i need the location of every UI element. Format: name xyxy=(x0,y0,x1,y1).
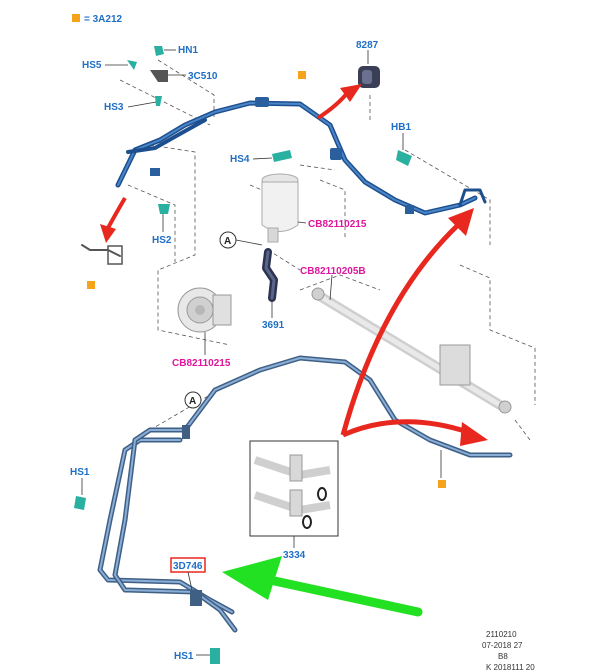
part-8287 xyxy=(358,50,380,88)
footer-line-1: 2110210 xyxy=(486,630,517,639)
upper-hose-assembly xyxy=(115,97,487,216)
orange-marker-top xyxy=(298,71,306,79)
green-arrow-to-3d746 xyxy=(222,556,423,617)
label-callout-a-bottom: A xyxy=(189,396,196,407)
orange-marker-left xyxy=(87,281,95,289)
red-arrow-to-bracket xyxy=(100,196,127,243)
label-hs1-left: HS1 xyxy=(70,467,90,478)
label-hs1-bottom: HS1 xyxy=(174,651,194,662)
hb1-fitting xyxy=(396,133,412,166)
label-3c510: 3C510 xyxy=(188,71,218,82)
label-hb1: HB1 xyxy=(391,122,411,133)
label-hs5: HS5 xyxy=(82,60,102,71)
hs1-bottom-fitting xyxy=(196,648,220,664)
legend-marker xyxy=(72,14,80,22)
callout-a-bottom xyxy=(184,391,202,409)
bracket-hose-end xyxy=(81,244,123,265)
label-3334: 3334 xyxy=(283,550,306,561)
pump xyxy=(177,287,232,355)
label-hs3: HS3 xyxy=(104,102,124,113)
hs2-fitting xyxy=(158,204,170,232)
label-8287: 8287 xyxy=(356,40,379,51)
label-hs4: HS4 xyxy=(230,154,250,165)
callout-a-top xyxy=(219,231,263,249)
hs4-fitting xyxy=(252,150,292,162)
footer-line-2: 07-2018 27 xyxy=(482,641,523,650)
footer-line-4: K 2018111 20 xyxy=(486,663,535,671)
reservoir xyxy=(261,173,307,243)
steering-rack xyxy=(311,274,512,414)
hs1-left-fitting xyxy=(74,478,86,510)
label-3691: 3691 xyxy=(262,320,285,331)
hose-3691 xyxy=(262,248,278,318)
label-cb-pump: CB82110215 xyxy=(172,358,231,369)
label-3d746: 3D746 xyxy=(173,561,203,572)
inset-3334 xyxy=(249,440,339,548)
lower-hose-assembly xyxy=(97,355,513,633)
label-hs2: HS2 xyxy=(152,235,172,246)
top-left-fitting-cluster xyxy=(105,46,186,108)
label-cb-reservoir: CB82110215 xyxy=(308,219,367,230)
orange-marker-right xyxy=(438,480,446,488)
legend-text: = 3A212 xyxy=(84,14,123,25)
footer-line-3: B8 xyxy=(498,652,508,661)
label-hn1: HN1 xyxy=(178,45,198,56)
label-cb-rack: CB82110205B xyxy=(300,266,366,277)
red-arrow-to-lower-hose xyxy=(341,419,488,446)
red-arrow-to-8287 xyxy=(316,84,362,120)
red-arrow-to-hb1 xyxy=(340,208,474,436)
label-callout-a-top: A xyxy=(224,236,231,247)
